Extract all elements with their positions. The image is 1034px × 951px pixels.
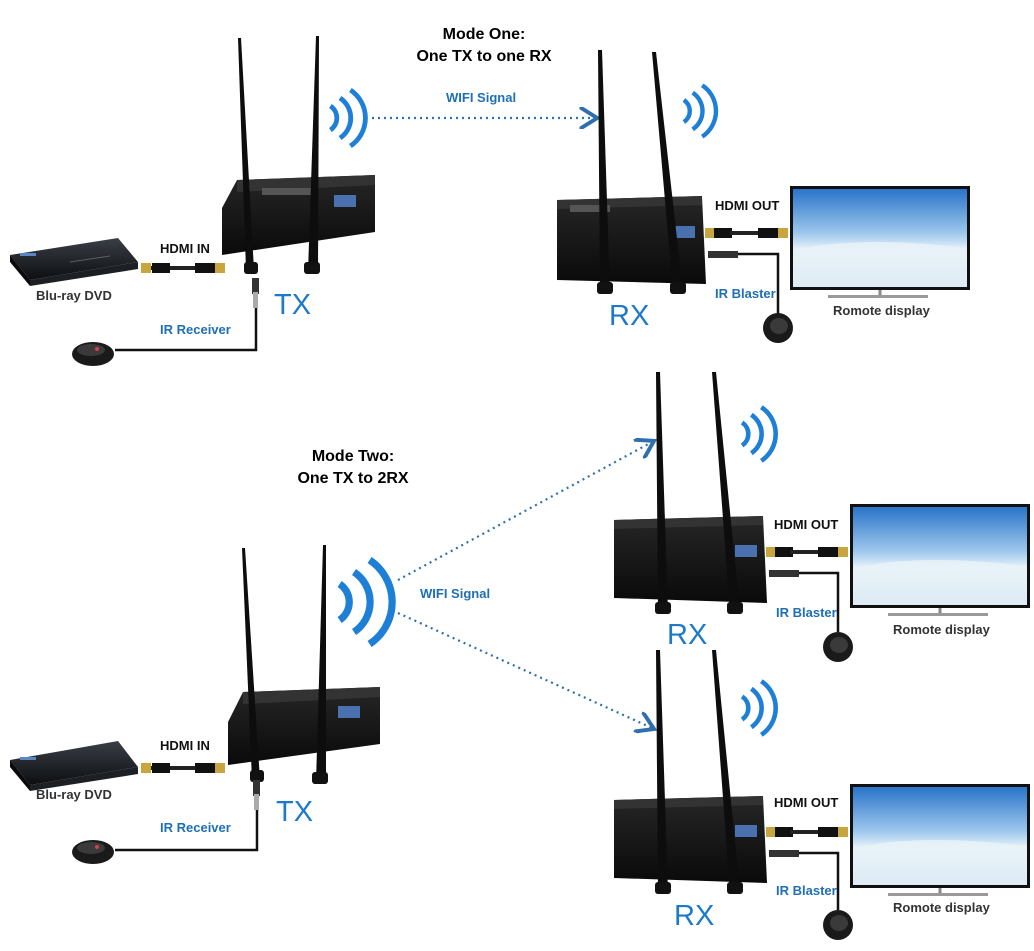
remote-display-screen-lower — [850, 784, 1030, 896]
mode-one-hdmi-out-label: HDMI OUT — [715, 198, 780, 213]
tx-transmitter-device-2 — [228, 545, 380, 784]
mode-two-ir-receiver-label: IR Receiver — [160, 820, 231, 835]
wifi-link-arrow-upper — [397, 442, 652, 581]
ir-receiver-cable-2 — [115, 780, 260, 852]
hdmi-out-cable-upper — [766, 547, 848, 557]
mode-two-source-label: Blu-ray DVD — [36, 787, 112, 802]
mode-two-rx2-label: RX — [674, 900, 715, 932]
tx-wifi-signal-icon — [330, 90, 365, 146]
mode-one-title-line2: One TX to one RX — [416, 48, 552, 65]
mode-one-section — [10, 36, 970, 366]
ir-receiver-sensor — [72, 342, 114, 366]
mode-one-wifi-signal-label: WIFI Signal — [446, 90, 517, 105]
wifi-link-arrow-lower — [397, 611, 652, 728]
tx-transmitter-device — [222, 36, 375, 274]
mode-two-title: Mode Two: One TX to 2RX — [273, 446, 433, 490]
rx-receiver-device — [557, 50, 706, 294]
rx-wifi-signal-icon-upper — [742, 407, 776, 461]
bluray-player-device — [10, 238, 138, 286]
bluray-player-device-2 — [10, 741, 138, 791]
ir-blaster-cable — [708, 251, 780, 315]
ir-blaster-emitter-upper — [823, 632, 853, 662]
rx-wifi-signal-icon — [684, 85, 716, 136]
rx-receiver-device-upper — [614, 372, 767, 614]
rx-receiver-device-lower — [614, 650, 767, 894]
mode-one-tx-label: TX — [274, 289, 312, 321]
remote-display-screen — [790, 186, 970, 298]
mode-one-display-label: Romote display — [833, 303, 930, 318]
mode-two-title-line2: One TX to 2RX — [297, 470, 409, 487]
ir-receiver-sensor-2 — [72, 840, 114, 864]
mode-two-rx2-hdmi-out-label: HDMI OUT — [774, 795, 839, 810]
mode-one-rx-label: RX — [609, 300, 650, 332]
mode-two-rx2-display-label: Romote display — [893, 900, 990, 915]
rx-wifi-signal-icon-lower — [742, 681, 776, 735]
ir-blaster-cable-upper — [769, 570, 840, 632]
hdmi-in-cable — [141, 263, 225, 273]
ir-blaster-emitter-lower — [823, 910, 853, 940]
remote-display-screen-upper — [850, 504, 1030, 616]
mode-two-tx-label: TX — [276, 796, 314, 828]
hdmi-out-cable-lower — [766, 827, 848, 837]
ir-receiver-cable — [115, 278, 259, 352]
mode-two-rx1-label: RX — [667, 619, 708, 651]
mode-one-hdmi-in-label: HDMI IN — [160, 241, 210, 256]
mode-one-title: Mode One: One TX to one RX — [404, 24, 564, 68]
mode-one-title-line1: Mode One: — [442, 26, 526, 43]
mode-two-title-line1: Mode Two: — [311, 448, 395, 465]
mode-two-rx2-ir-blaster-label: IR Blaster — [776, 883, 837, 898]
mode-two-hdmi-in-label: HDMI IN — [160, 738, 210, 753]
ir-blaster-cable-lower — [769, 850, 840, 910]
mode-two-wifi-signal-label: WIFI Signal — [420, 586, 491, 601]
mode-one-ir-blaster-label: IR Blaster — [715, 286, 776, 301]
mode-two-rx1-display-label: Romote display — [893, 622, 990, 637]
mode-two-rx1-ir-blaster-label: IR Blaster — [776, 605, 837, 620]
hdmi-out-cable — [705, 228, 788, 238]
hdmi-in-cable-2 — [141, 763, 225, 773]
mode-two-rx1-hdmi-out-label: HDMI OUT — [774, 517, 839, 532]
mode-one-ir-receiver-label: IR Receiver — [160, 322, 231, 337]
mode-two-section — [10, 372, 1030, 940]
ir-blaster-emitter — [763, 313, 793, 343]
tx-wifi-signal-icon-2 — [340, 560, 393, 644]
mode-one-source-label: Blu-ray DVD — [36, 288, 112, 303]
